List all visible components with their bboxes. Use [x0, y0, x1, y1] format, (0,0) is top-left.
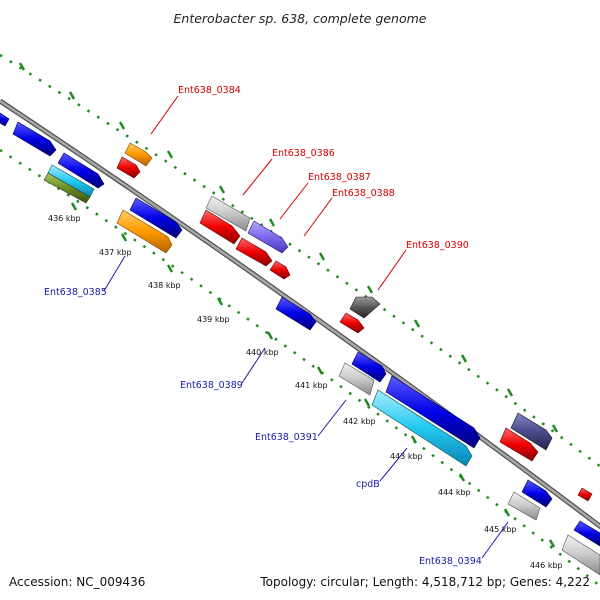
gene-label-ent638-0390[interactable]: Ent638_0390 [406, 240, 469, 251]
tick-mark [70, 202, 78, 211]
tick-label: 443 kbp [390, 452, 423, 461]
gene-labels: Ent638_0384 Ent638_0386 Ent638_0387 Ent6… [44, 85, 482, 567]
gene-features [0, 112, 600, 576]
tick-label: 437 kbp [99, 248, 132, 257]
tick-mark [363, 398, 371, 407]
gene-arrow[interactable] [507, 491, 541, 521]
gene-label-ent638-0388[interactable]: Ent638_0388 [332, 188, 395, 199]
leader-line [303, 197, 333, 237]
kbp-ticks [18, 62, 559, 548]
tick-label: 438 kbp [148, 281, 181, 290]
gene-arrow[interactable] [561, 534, 600, 576]
tick-mark [68, 91, 76, 100]
tick-label: 445 kbp [484, 525, 517, 534]
kbp-tick-labels: 436 kbp 437 kbp 438 kbp 439 kbp 440 kbp … [48, 214, 563, 570]
leader-line [279, 182, 309, 220]
gene-label-ent638-0385[interactable]: Ent638_0385 [44, 287, 107, 298]
gene-arrow[interactable] [116, 156, 141, 179]
gene-label-ent638-0391[interactable]: Ent638_0391 [255, 432, 318, 443]
gene-arrow[interactable] [57, 152, 105, 189]
gene-arrow[interactable] [339, 312, 365, 334]
gene-arrow[interactable] [247, 220, 289, 254]
gene-arrow[interactable] [499, 427, 539, 462]
gene-arrow[interactable] [371, 389, 473, 467]
tick-mark [460, 354, 468, 363]
gene-arrow[interactable] [338, 362, 375, 396]
tick-mark [548, 539, 556, 548]
gene-arrow[interactable] [349, 296, 381, 319]
gene-arrow[interactable] [577, 487, 593, 502]
gene-arrow[interactable] [521, 479, 553, 508]
gene-arrow[interactable] [573, 520, 600, 547]
gene-label-ent638-0389[interactable]: Ent638_0389 [180, 380, 243, 391]
leader-line [242, 158, 273, 196]
outer-dotted-track [0, 53, 600, 468]
leader-line [379, 447, 408, 482]
leader-line [317, 399, 347, 437]
gene-arrow[interactable] [510, 412, 553, 451]
tick-label: 441 kbp [295, 381, 328, 390]
gene-arrow[interactable] [116, 209, 173, 254]
tick-label: 436 kbp [48, 214, 81, 223]
gene-arrow[interactable] [235, 237, 273, 267]
tick-mark [366, 285, 374, 294]
tick-mark [118, 121, 126, 130]
gene-label-ent638-0394[interactable]: Ent638_0394 [419, 556, 482, 567]
gene-arrow[interactable] [351, 351, 387, 383]
tick-mark [316, 366, 324, 375]
tick-mark [216, 297, 224, 306]
tick-mark [166, 150, 174, 159]
tick-mark [318, 252, 326, 261]
leader-line [481, 521, 509, 559]
leader-line [377, 249, 407, 291]
tick-label: 442 kbp [343, 417, 376, 426]
gene-arrow[interactable] [129, 197, 183, 239]
tick-mark [18, 62, 26, 71]
tick-mark [551, 424, 559, 433]
gene-label-ent638-0384[interactable]: Ent638_0384 [178, 85, 241, 96]
summary-text: Topology: circular; Length: 4,518,712 bp… [259, 575, 590, 589]
gene-arrow[interactable] [205, 195, 251, 232]
tick-mark [266, 331, 274, 340]
tick-mark [410, 435, 418, 444]
genome-backbone-highlight [0, 99, 600, 528]
gene-arrow[interactable] [385, 375, 481, 449]
gene-arrow[interactable] [0, 112, 10, 127]
gene-arrow[interactable] [199, 209, 241, 245]
tick-mark [268, 218, 276, 227]
leader-line [150, 95, 179, 135]
tick-mark [458, 473, 466, 482]
accession-text: Accession: NC_009436 [9, 575, 145, 589]
tick-label: 439 kbp [197, 315, 230, 324]
tick-label: 446 kbp [530, 561, 563, 570]
label-leaders [103, 95, 509, 559]
tick-mark [120, 233, 128, 242]
gene-label-ent638-0387[interactable]: Ent638_0387 [308, 172, 371, 183]
tick-mark [166, 264, 174, 273]
tick-mark [503, 508, 511, 517]
tick-mark [506, 388, 514, 397]
inner-dotted-track [0, 148, 600, 588]
gene-arrow[interactable] [12, 121, 57, 157]
gene-arrow[interactable] [43, 172, 91, 204]
tick-label: 444 kbp [438, 488, 471, 497]
gene-arrow[interactable] [124, 142, 153, 167]
tick-mark [218, 185, 226, 194]
gene-label-cpdb[interactable]: cpdB [356, 479, 380, 490]
gene-label-ent638-0386[interactable]: Ent638_0386 [272, 148, 335, 159]
leader-line [103, 255, 126, 292]
map-title: Enterobacter sp. 638, complete genome [174, 11, 427, 26]
gene-arrow[interactable] [269, 260, 291, 280]
gene-arrow[interactable] [275, 296, 317, 331]
leader-line [241, 347, 266, 384]
tick-mark [413, 319, 421, 328]
